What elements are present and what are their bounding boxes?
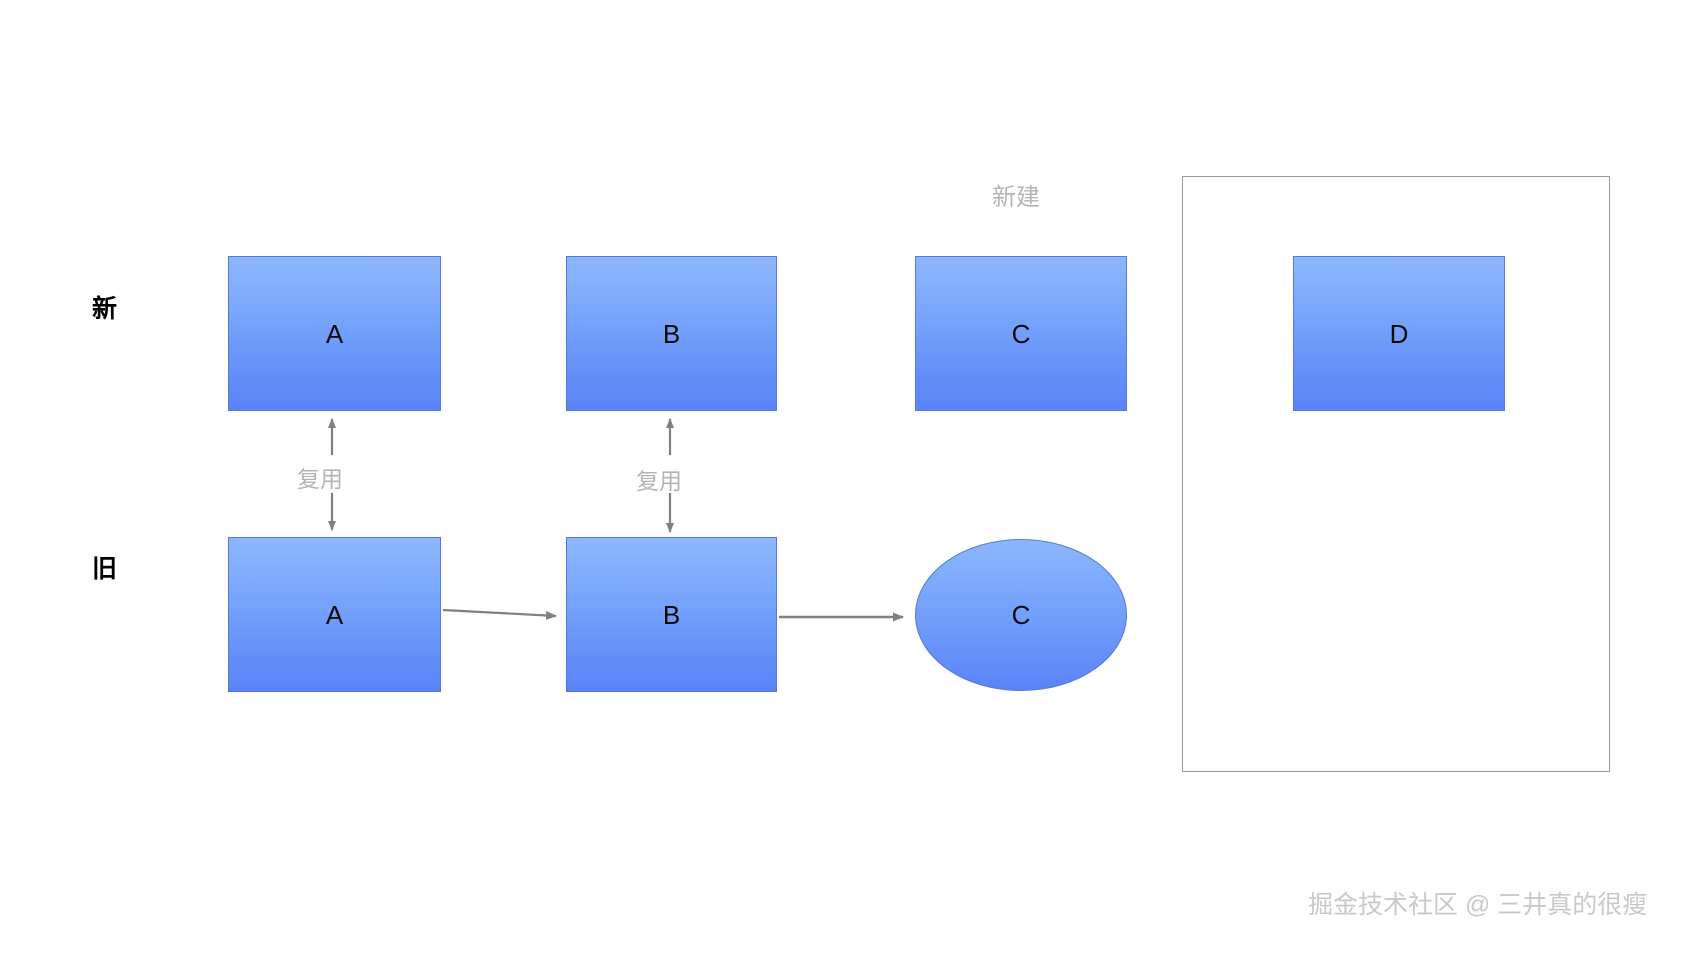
- node-old-a[interactable]: A: [228, 537, 441, 692]
- node-old-b[interactable]: B: [566, 537, 777, 692]
- node-new-a[interactable]: A: [228, 256, 441, 411]
- node-old-a-label: A: [325, 599, 344, 630]
- node-new-b-label: B: [662, 318, 681, 349]
- watermark: 掘金技术社区 @ 三井真的很瘦: [1308, 891, 1648, 919]
- row-label-old: 旧: [92, 555, 118, 583]
- node-new-c-label: C: [1011, 318, 1031, 349]
- group-frame: [1182, 176, 1610, 772]
- node-new-b[interactable]: B: [566, 256, 777, 411]
- node-old-b-label: B: [662, 599, 681, 630]
- annotation-reuse-a: 复用: [297, 466, 343, 492]
- node-new-a-label: A: [325, 318, 344, 349]
- node-new-d[interactable]: D: [1293, 256, 1505, 411]
- node-new-c[interactable]: C: [915, 256, 1127, 411]
- node-old-c-label: C: [1011, 600, 1031, 630]
- row-label-new: 新: [92, 295, 118, 323]
- annotation-reuse-b: 复用: [636, 468, 682, 494]
- node-old-c[interactable]: C: [915, 539, 1127, 691]
- annotation-create: 新建: [992, 184, 1040, 211]
- edge-old-a-to-old-b: [442, 608, 557, 620]
- node-new-d-label: D: [1389, 318, 1409, 349]
